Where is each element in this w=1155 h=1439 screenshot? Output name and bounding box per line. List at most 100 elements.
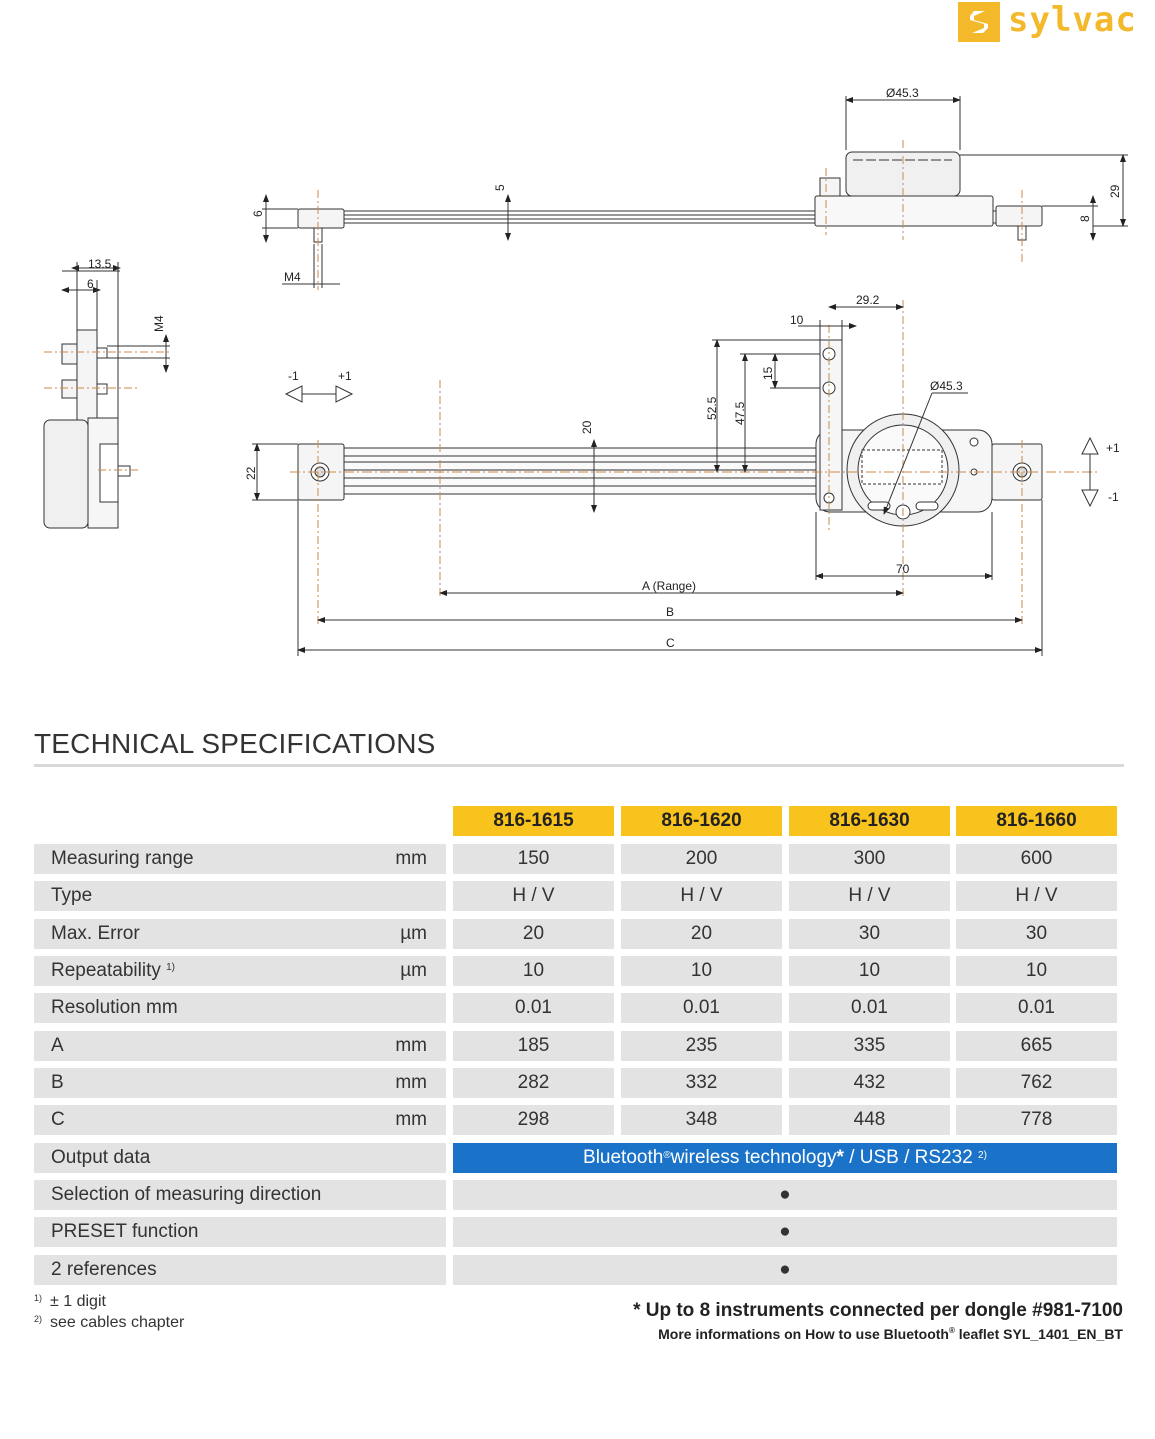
table-cell: 0.01	[621, 993, 782, 1023]
table-cell: 235	[621, 1031, 782, 1061]
table-cell: 10	[621, 956, 782, 986]
table-cell: 300	[789, 844, 950, 874]
header-model-2: 816-1620	[621, 806, 782, 836]
row-label: Max. Error µm	[34, 919, 446, 949]
row-name-text: C	[51, 1109, 65, 1130]
side-view	[43, 262, 170, 529]
row-name: Selection of measuring direction	[51, 1184, 322, 1205]
row-name: B	[51, 1068, 64, 1098]
output-data-value: Bluetooth®wireless technology* / USB / R…	[453, 1143, 1117, 1173]
table-cell: 665	[956, 1031, 1117, 1061]
row-name-text: B	[51, 1072, 64, 1093]
table-header-row: 816-1615 816-1620 816-1630 816-1660	[34, 806, 1124, 836]
row-label: Type	[34, 881, 446, 911]
feature-bullet: ●	[453, 1255, 1117, 1285]
table-cell: 200	[621, 844, 782, 874]
technical-drawing: Ø45.3 29 8 6 5 M4 13.5 6 M4 29.2 10 52.5…	[43, 86, 1128, 656]
leaflet-note-pre: More informations on How to use Bluetoot…	[658, 1326, 949, 1342]
table-cell: H / V	[956, 881, 1117, 911]
dim-15: 15	[761, 366, 775, 380]
dim-70: 70	[896, 562, 910, 576]
table-cell: 30	[789, 919, 950, 949]
row-name: Resolution mm	[51, 993, 178, 1023]
leaflet-note-post: leaflet SYL_1401_EN_BT	[954, 1326, 1123, 1342]
dim-6-side: 6	[87, 277, 94, 291]
row-label: 2 references	[34, 1255, 446, 1285]
table-cell: 10	[453, 956, 614, 986]
row-label: Measuring range mm	[34, 844, 446, 874]
registered-mark: ®	[663, 1150, 671, 1161]
row-name: Measuring range	[51, 844, 194, 874]
row-name: A	[51, 1031, 64, 1061]
footnote-mark: 2)	[34, 1314, 43, 1324]
table-cell: 282	[453, 1068, 614, 1098]
bluetooth-leaflet-note: More informations on How to use Bluetoot…	[658, 1326, 1123, 1342]
row-name-text: Max. Error	[51, 923, 140, 944]
footnote-mark: 1)	[34, 1293, 43, 1303]
output-wireless: wireless technology	[670, 1147, 837, 1168]
table-row: PRESET function ●	[34, 1217, 1124, 1247]
row-name-text: Type	[51, 885, 93, 906]
row-unit: µm	[400, 960, 427, 981]
table-cell: H / V	[621, 881, 782, 911]
table-cell: 778	[956, 1105, 1117, 1135]
table-cell: 335	[789, 1031, 950, 1061]
row-label: Resolution mm	[34, 993, 446, 1023]
table-cell: 0.01	[789, 993, 950, 1023]
output-star: *	[836, 1147, 844, 1168]
table-row: Selection of measuring direction ●	[34, 1180, 1124, 1210]
row-unit: mm	[395, 1035, 427, 1056]
table-cell: 185	[453, 1031, 614, 1061]
top-view	[262, 96, 1128, 290]
header-model-3: 816-1630	[789, 806, 950, 836]
row-unit: µm	[400, 923, 427, 944]
table-cell: 20	[453, 919, 614, 949]
section-title: TECHNICAL SPECIFICATIONS	[34, 728, 436, 759]
table-cell: 600	[956, 844, 1117, 874]
table-cell: 0.01	[453, 993, 614, 1023]
footnote-text: see cables chapter	[50, 1314, 185, 1331]
row-name-text: Resolution mm	[51, 997, 178, 1018]
dim-20: 20	[580, 420, 594, 434]
dim-13-5: 13.5	[88, 257, 112, 271]
row-name: Max. Error	[51, 919, 140, 949]
row-name: Repeatability 1)	[51, 956, 175, 986]
table-cell: 332	[621, 1068, 782, 1098]
row-unit: mm	[395, 848, 427, 869]
row-unit: mm	[395, 1072, 427, 1093]
table-cell: 20	[621, 919, 782, 949]
row-label: Selection of measuring direction	[34, 1180, 446, 1210]
footnote-ref: 2)	[978, 1150, 987, 1161]
dim-47-5: 47.5	[733, 401, 747, 425]
dim-8: 8	[1078, 215, 1092, 222]
output-usb-rs232: / USB / RS232	[843, 1147, 979, 1168]
dim-10: 10	[790, 313, 804, 327]
table-row: 2 references ●	[34, 1255, 1124, 1285]
row-name: PRESET function	[51, 1221, 199, 1242]
header-model-1: 816-1615	[453, 806, 614, 836]
table-row: Resolution mm 0.01 0.01 0.01 0.01	[34, 993, 1124, 1023]
sylvac-logo: sylvac	[958, 0, 1155, 44]
footnote-text: ± 1 digit	[50, 1293, 106, 1310]
brand-name: sylvac	[1008, 0, 1137, 40]
footnote-1: 1) ± 1 digit	[34, 1293, 106, 1311]
table-cell: H / V	[789, 881, 950, 911]
dim-b: B	[666, 605, 674, 619]
row-name: 2 references	[51, 1259, 157, 1280]
row-unit: mm	[395, 1109, 427, 1130]
table-cell: 10	[789, 956, 950, 986]
output-bluetooth: Bluetooth	[583, 1147, 664, 1168]
table-cell: 762	[956, 1068, 1117, 1098]
table-cell: 348	[621, 1105, 782, 1135]
header-model-4: 816-1660	[956, 806, 1117, 836]
row-name-text: A	[51, 1035, 64, 1056]
feature-bullet: ●	[453, 1180, 1117, 1210]
footnote-2: 2) see cables chapter	[34, 1314, 184, 1332]
direction-plus-1-vertical: +1	[1106, 441, 1120, 455]
